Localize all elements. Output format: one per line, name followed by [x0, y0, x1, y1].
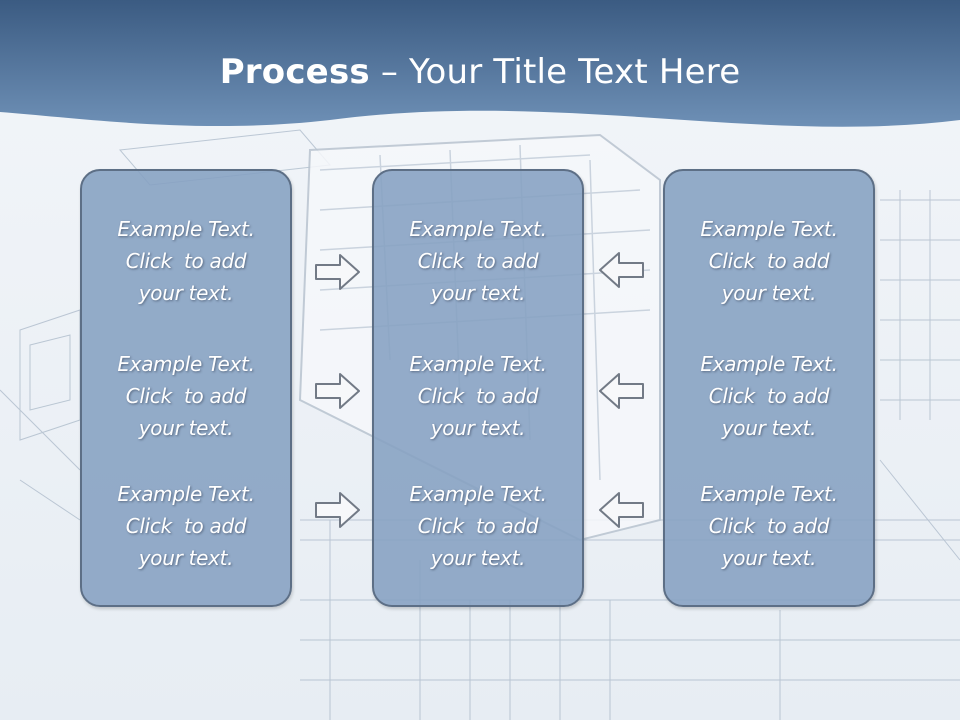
text-placeholder[interactable]: Example Text. Click to add your text. — [374, 478, 582, 574]
text-line: Click to add — [417, 249, 539, 273]
text-line: Click to add — [125, 384, 247, 408]
text-line: your text. — [430, 281, 526, 305]
text-line: Example Text. — [117, 217, 255, 241]
text-placeholder[interactable]: Example Text. Click to add your text. — [665, 348, 873, 444]
text-line: your text. — [721, 281, 817, 305]
text-line: Click to add — [708, 384, 830, 408]
text-line: your text. — [138, 416, 234, 440]
text-line: Example Text. — [700, 217, 838, 241]
text-line: Example Text. — [700, 482, 838, 506]
arrow-right-icon[interactable] — [314, 252, 362, 292]
text-line: Example Text. — [409, 352, 547, 376]
process-column-middle[interactable]: Example Text. Click to add your text. Ex… — [372, 169, 584, 607]
text-line: your text. — [721, 416, 817, 440]
text-line: Example Text. — [409, 482, 547, 506]
text-line: Example Text. — [117, 352, 255, 376]
text-placeholder[interactable]: Example Text. Click to add your text. — [82, 348, 290, 444]
text-line: Example Text. — [409, 217, 547, 241]
arrow-right-icon[interactable] — [314, 490, 362, 530]
text-line: your text. — [721, 546, 817, 570]
text-placeholder[interactable]: Example Text. Click to add your text. — [82, 213, 290, 309]
title-rest: – Your Title Text Here — [369, 52, 741, 92]
text-line: Click to add — [417, 514, 539, 538]
text-line: your text. — [138, 546, 234, 570]
text-line: Click to add — [125, 514, 247, 538]
text-line: your text. — [430, 546, 526, 570]
text-placeholder[interactable]: Example Text. Click to add your text. — [665, 478, 873, 574]
arrow-right-icon[interactable] — [314, 371, 362, 411]
text-line: your text. — [430, 416, 526, 440]
arrow-left-icon[interactable] — [597, 490, 645, 530]
text-placeholder[interactable]: Example Text. Click to add your text. — [82, 478, 290, 574]
text-line: your text. — [138, 281, 234, 305]
text-placeholder[interactable]: Example Text. Click to add your text. — [374, 213, 582, 309]
text-line: Click to add — [417, 384, 539, 408]
text-line: Example Text. — [117, 482, 255, 506]
text-placeholder[interactable]: Example Text. Click to add your text. — [374, 348, 582, 444]
text-line: Example Text. — [700, 352, 838, 376]
arrow-left-icon[interactable] — [597, 371, 645, 411]
arrow-left-icon[interactable] — [597, 250, 645, 290]
text-line: Click to add — [125, 249, 247, 273]
process-column-left[interactable]: Example Text. Click to add your text. Ex… — [80, 169, 292, 607]
slide-title[interactable]: Process – Your Title Text Here — [0, 52, 960, 92]
text-placeholder[interactable]: Example Text. Click to add your text. — [665, 213, 873, 309]
title-bold: Process — [219, 52, 370, 92]
process-column-right[interactable]: Example Text. Click to add your text. Ex… — [663, 169, 875, 607]
text-line: Click to add — [708, 249, 830, 273]
text-line: Click to add — [708, 514, 830, 538]
